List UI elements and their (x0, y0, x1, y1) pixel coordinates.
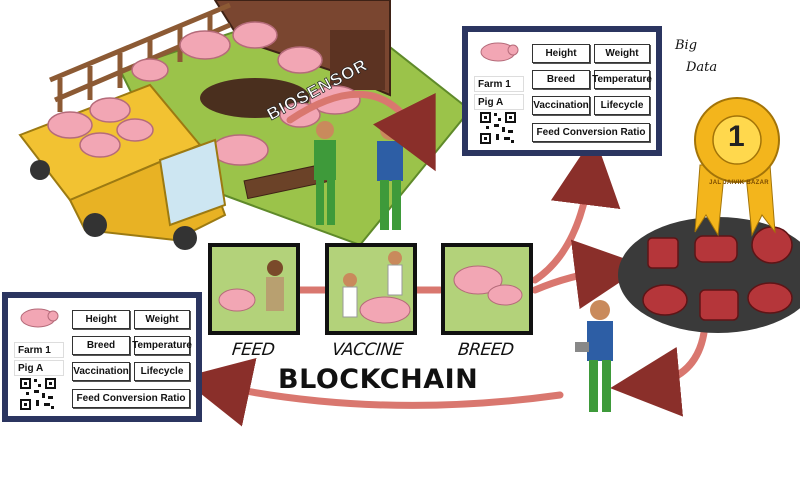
farm-field: Farm 1 (474, 76, 524, 92)
big-data-label-line1: Big (675, 38, 698, 53)
medal-ring-text: JAL JAIVIK BAZAR (709, 180, 769, 186)
blockchain-data-panel: Farm 1 Pig A Height Weight Breed Tempera… (2, 292, 202, 422)
height-button[interactable]: Height (532, 44, 590, 63)
lifecycle-button[interactable]: Lifecycle (594, 96, 650, 115)
step-breed-image (441, 243, 533, 335)
temperature-button[interactable]: Temperature (592, 70, 652, 89)
height-button[interactable]: Height (72, 310, 130, 329)
blockchain-label: BLOCKCHAIN (278, 364, 479, 395)
medal-rank: 1 (728, 120, 745, 153)
arrow-consumer-to-blockchain-panel (180, 358, 564, 427)
arrow-breed-to-meat (531, 239, 645, 310)
qr-code-icon (478, 110, 518, 146)
vaccine-label: VACCINE (330, 340, 404, 360)
flow-arrows (180, 90, 709, 427)
temperature-button[interactable]: Temperature (132, 336, 192, 355)
pig-icon (20, 308, 59, 328)
arrow-biosensor-to-bigdata (286, 90, 436, 172)
feed-conversion-ratio-button[interactable]: Feed Conversion Ratio (72, 389, 190, 408)
pigs-in-pen (131, 21, 361, 166)
feed-conversion-ratio-button[interactable]: Feed Conversion Ratio (532, 123, 650, 142)
lifecycle-button[interactable]: Lifecycle (134, 362, 190, 381)
vaccination-button[interactable]: Vaccination (532, 96, 590, 115)
mud-puddle (200, 78, 310, 118)
breed-label: BREED (456, 340, 515, 360)
qr-code-icon (18, 376, 58, 412)
consumer (575, 300, 613, 412)
feed-label: FEED (230, 340, 276, 360)
medal-badge (694, 97, 780, 237)
arrow-breed-to-bigdata (531, 135, 621, 284)
big-data-label-line2: Data (686, 60, 718, 75)
arrow-meat-to-consumer (610, 321, 709, 417)
vaccination-button[interactable]: Vaccination (72, 362, 130, 381)
weight-button[interactable]: Weight (594, 44, 650, 63)
step-vaccine-image (325, 243, 417, 335)
big-data-panel: Farm 1 Pig A Height Weight Breed Tempera… (462, 26, 662, 156)
pig-field: Pig A (474, 94, 524, 110)
pig-icon (480, 42, 519, 62)
pig-field: Pig A (14, 360, 64, 376)
weight-button[interactable]: Weight (134, 310, 190, 329)
breed-button[interactable]: Breed (532, 70, 590, 89)
meat-plate (618, 217, 800, 333)
farm-field: Farm 1 (14, 342, 64, 358)
step-feed-image (208, 243, 300, 335)
truck (18, 83, 227, 250)
breed-button[interactable]: Breed (72, 336, 130, 355)
